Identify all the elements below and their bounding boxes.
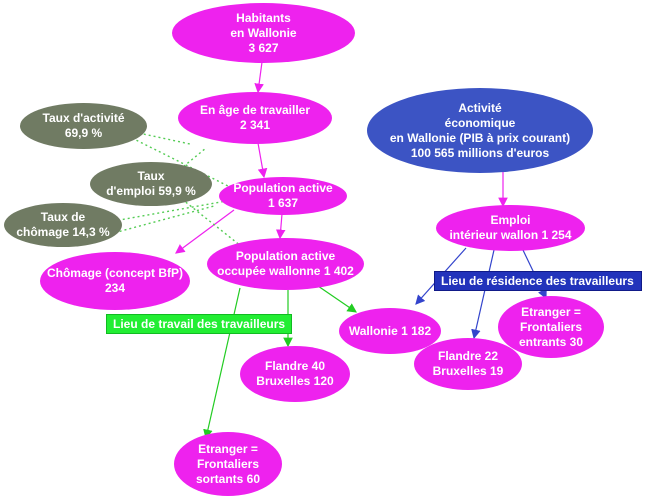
habitants-line-1: Habitants [236, 10, 291, 25]
flandre-bruxelles-in-node: Flandre 22 Bruxelles 19 [414, 338, 522, 390]
population-occupee-line-2: occupée wallonne 1 402 [217, 264, 354, 278]
flandre-bruxelles-in-line-1: Flandre 22 [437, 349, 499, 363]
flandre-bruxelles-out-line-1: Flandre 40 [264, 359, 326, 373]
taux-chomage-line-1: Taux de [40, 210, 86, 224]
arrow-pop-active-to-chomage [175, 209, 235, 254]
etranger-sortants-line-3: sortants 60 [195, 471, 261, 486]
habitants-line-3: 3 627 [248, 40, 279, 55]
activite-economique-line-1: Activité [458, 100, 502, 115]
arrow-pop-active-to-occupee [275, 213, 286, 240]
activite-economique-line-4: 100 565 millions d'euros [410, 145, 550, 160]
emploi-interieur-line-1: Emploi [490, 213, 531, 227]
chomage-line-2: 234 [104, 281, 126, 295]
lieu-residence-label: Lieu de résidence des travailleurs [434, 271, 642, 291]
taux-emploi-node: Taux d'emploi 59,9 % [90, 162, 212, 206]
etranger-entrants-line-2: Frontaliers [519, 319, 582, 334]
etranger-sortants-line-1: Etranger = [198, 441, 258, 456]
age-travailler-line-2: 2 341 [239, 118, 271, 132]
chomage-node: Chômage (concept BfP) 234 [40, 252, 190, 310]
etranger-entrants-line-1: Etranger = [521, 304, 581, 319]
flandre-bruxelles-out-node: Flandre 40 Bruxelles 120 [240, 346, 350, 402]
population-active-line-2: 1 637 [267, 196, 299, 210]
etranger-sortants-node: Etranger = Frontaliers sortants 60 [174, 432, 282, 496]
arrow-emploi-to-flandre [471, 249, 495, 340]
etranger-entrants-line-3: entrants 30 [518, 334, 584, 349]
activite-economique-node: Activité économique en Wallonie (PIB à p… [367, 88, 593, 173]
arrow-occupee-to-wallonie [317, 285, 357, 313]
population-active-line-1: Population active [233, 181, 333, 195]
emploi-interieur-line-2: intérieur wallon 1 254 [449, 228, 572, 242]
activite-economique-line-3: en Wallonie (PIB à prix courant) [389, 130, 571, 145]
habitants-node: Habitants en Wallonie 3 627 [172, 3, 355, 63]
wallonie-line-1: Wallonie 1 182 [348, 323, 432, 338]
arrow-habitants-to-age [254, 61, 264, 94]
ratio-link-activite-pop-active [131, 137, 233, 189]
chomage-line-1: Chômage (concept BfP) [46, 266, 183, 280]
taux-activite-line-2: 69,9 % [64, 126, 103, 140]
arrow-occupee-to-etranger [203, 287, 241, 440]
emploi-interieur-node: Emploi intérieur wallon 1 254 [436, 205, 585, 251]
wallonie-node: Wallonie 1 182 [339, 308, 441, 354]
ratio-link-chomage-chomage [109, 205, 215, 235]
lieu-travail-label: Lieu de travail des travailleurs [106, 314, 292, 334]
flandre-bruxelles-out-line-2: Bruxelles 120 [256, 374, 334, 388]
ratio-link-emploi-age [171, 147, 207, 177]
taux-emploi-line-2: d'emploi 59,9 % [106, 184, 196, 198]
taux-emploi-line-1: Taux [137, 169, 165, 183]
taux-chomage-line-2: chômage 14,3 % [16, 225, 110, 239]
arrow-age-to-pop-active [257, 142, 268, 179]
etranger-sortants-line-2: Frontaliers [196, 456, 259, 471]
etranger-entrants-node: Etranger = Frontaliers entrants 30 [498, 296, 604, 358]
population-active-node: Population active 1 637 [219, 177, 347, 215]
age-travailler-line-1: En âge de travailler [199, 103, 311, 117]
taux-chomage-node: Taux de chômage 14,3 % [4, 203, 122, 247]
habitants-line-2: en Wallonie [230, 25, 297, 40]
taux-activite-line-1: Taux d'activité [42, 111, 125, 125]
ratio-link-chomage-pop-active [107, 199, 233, 223]
population-occupee-line-1: Population active [235, 249, 336, 263]
flandre-bruxelles-in-line-2: Bruxelles 19 [432, 364, 504, 378]
age-travailler-node: En âge de travailler 2 341 [178, 92, 332, 144]
population-occupee-node: Population active occupée wallonne 1 402 [207, 238, 364, 290]
activite-economique-line-2: économique [444, 115, 516, 130]
taux-activite-node: Taux d'activité 69,9 % [20, 103, 147, 149]
